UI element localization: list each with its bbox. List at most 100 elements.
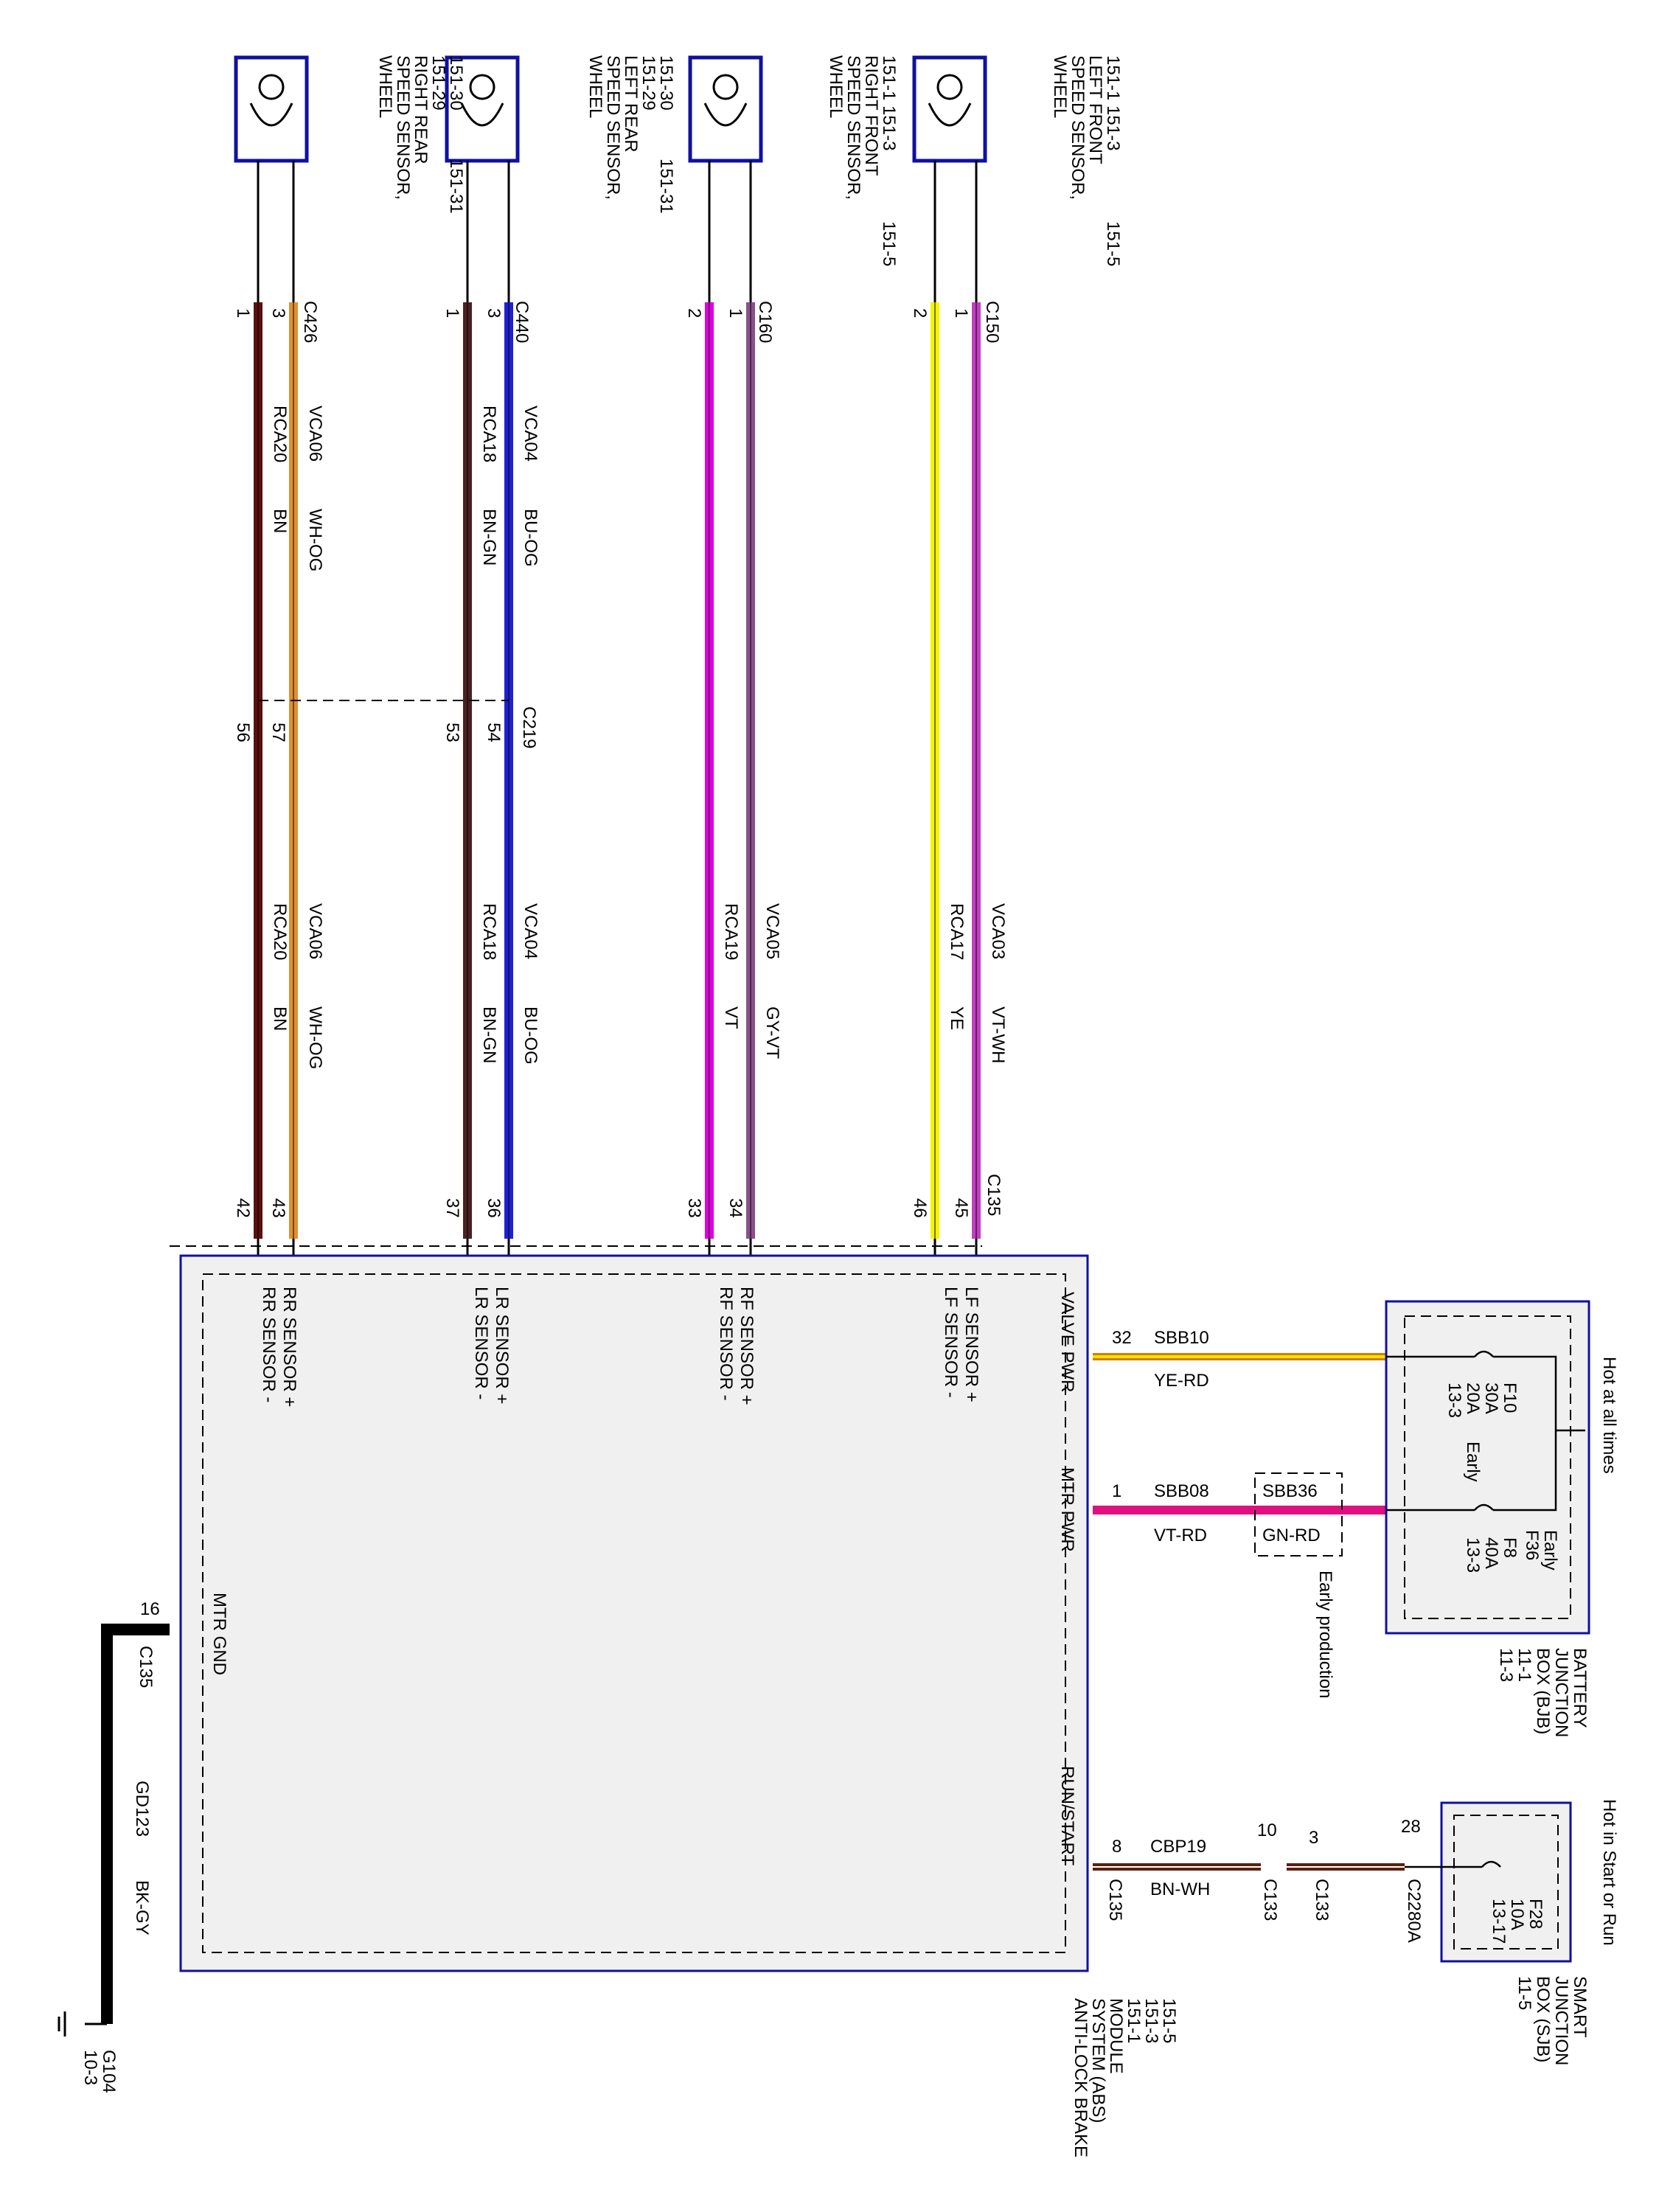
sensor-lf <box>912 55 987 163</box>
svg-text:F36: F36 <box>1522 1530 1542 1560</box>
svg-text:SPEED SENSOR,: SPEED SENSOR, <box>393 55 413 200</box>
svg-text:F8: F8 <box>1500 1537 1520 1558</box>
c160-label: C160 <box>755 301 775 343</box>
svg-text:GN-RD: GN-RD <box>1262 1526 1321 1545</box>
smart-junction-box: Hot in Start or Run F28 10A 13-17 SMART … <box>1405 1799 1619 2065</box>
svg-text:151-5: 151-5 <box>1103 221 1123 266</box>
mtr-gnd-label: MTR GND <box>209 1593 229 1675</box>
circuit-label: VCA04 <box>521 903 540 959</box>
svg-text:CBP19: CBP19 <box>1150 1837 1206 1857</box>
svg-text:WHEEL: WHEEL <box>826 55 846 118</box>
abs-pin-label: LR SENSOR + <box>492 1287 512 1404</box>
pin-number: 1 <box>442 308 462 318</box>
pin-number: 3 <box>484 308 504 318</box>
pin-number: 33 <box>684 1198 704 1218</box>
svg-text:Early: Early <box>1463 1441 1483 1482</box>
circuit-label: VCA06 <box>305 903 325 959</box>
pin-number: 2 <box>684 308 704 318</box>
gear-icon <box>936 74 963 100</box>
svg-text:ANTI-LOCK BRAKE: ANTI-LOCK BRAKE <box>1071 1998 1091 2157</box>
svg-text:BN-WH: BN-WH <box>1150 1879 1210 1899</box>
circuit-label: RCA20 <box>270 903 290 960</box>
svg-text:F28: F28 <box>1526 1899 1545 1929</box>
circuit-label: BN <box>270 1006 290 1031</box>
circuit-label: BU-OG <box>521 509 540 567</box>
svg-text:MODULE: MODULE <box>1106 1998 1126 2074</box>
svg-text:151-1 151-3: 151-1 151-3 <box>879 55 899 150</box>
svg-text:SPEED SENSOR,: SPEED SENSOR, <box>1068 55 1088 200</box>
svg-text:SBB10: SBB10 <box>1154 1328 1209 1348</box>
circuit-label: VT-WH <box>988 1006 1008 1063</box>
circuit-label: RCA19 <box>721 903 741 960</box>
svg-text:8: 8 <box>1112 1837 1121 1857</box>
circuit-label: VT <box>721 1006 741 1029</box>
abs-pin-labels: LF SENSOR +LF SENSOR -RF SENSOR +RF SENS… <box>259 1287 1077 1865</box>
abs-module-name: ANTI-LOCK BRAKE SYSTEM (ABS) MODULE 151-… <box>1071 1998 1179 2157</box>
circuit-label: VCA03 <box>988 903 1008 959</box>
pin-number: 53 <box>442 723 462 742</box>
svg-text:13-17: 13-17 <box>1489 1899 1509 1944</box>
wire-pair-lr: 3543615337VCA04BU-OGRCA18BN-GNVCA04BU-OG… <box>442 161 540 1298</box>
svg-text:BOX (BJB): BOX (BJB) <box>1533 1648 1553 1734</box>
svg-text:30A: 30A <box>1481 1382 1501 1414</box>
sensor-rr-label: WHEEL SPEED SENSOR, RIGHT REAR 151-29 15… <box>375 55 466 214</box>
pin-number: 1 <box>233 308 253 318</box>
circuit-label: RCA17 <box>947 903 967 960</box>
svg-text:28: 28 <box>1401 1817 1421 1837</box>
svg-text:151-30: 151-30 <box>656 55 676 111</box>
svg-text:RIGHT FRONT: RIGHT FRONT <box>861 55 881 176</box>
svg-text:SBB08: SBB08 <box>1154 1481 1209 1501</box>
svg-text:BOX (SJB): BOX (SJB) <box>1533 1976 1553 2062</box>
svg-text:Hot at all times: Hot at all times <box>1599 1357 1619 1474</box>
svg-text:151-3: 151-3 <box>1141 1998 1161 2043</box>
circuit-label: VCA04 <box>521 406 540 462</box>
svg-text:SMART: SMART <box>1570 1976 1590 2038</box>
svg-text:16: 16 <box>140 1599 160 1619</box>
circuit-label: VCA05 <box>762 903 782 959</box>
battery-junction-box: Hot at all times F10 30A 20A Early 13-3 … <box>1385 1300 1619 1737</box>
mtr-pwr-wire: 1 SBB08 VT-RD SBB36 GN-RD Early producti… <box>1093 1472 1386 1698</box>
abs-power-label: RUN/START <box>1057 1766 1077 1865</box>
svg-text:151-31: 151-31 <box>656 159 676 214</box>
svg-text:C2280A: C2280A <box>1404 1879 1424 1943</box>
svg-text:JUNCTION: JUNCTION <box>1551 1976 1571 2065</box>
svg-text:RIGHT REAR: RIGHT REAR <box>411 55 431 164</box>
svg-text:Hot in Start or Run: Hot in Start or Run <box>1599 1799 1619 1946</box>
svg-text:151-29: 151-29 <box>639 55 658 111</box>
pin-number: 45 <box>951 1198 971 1218</box>
svg-text:C133: C133 <box>1312 1879 1332 1921</box>
svg-text:40A: 40A <box>1481 1537 1501 1569</box>
circuit-label: VCA06 <box>305 406 325 462</box>
pin-number: 43 <box>268 1198 288 1218</box>
c219-label: C219 <box>519 706 539 748</box>
pin-number: 56 <box>233 723 253 742</box>
svg-text:C133: C133 <box>1260 1879 1280 1921</box>
svg-text:WHEEL: WHEEL <box>1050 55 1070 118</box>
pin-number: 36 <box>484 1198 504 1218</box>
svg-text:151-1 151-3: 151-1 151-3 <box>1103 55 1123 150</box>
circuit-label: RCA20 <box>270 406 290 462</box>
valve-pwr-wire: 32 SBB10 YE-RD <box>1093 1328 1386 1391</box>
pin-number: 37 <box>442 1198 462 1218</box>
svg-text:WHEEL: WHEEL <box>375 55 395 118</box>
pin-number: 42 <box>233 1198 253 1218</box>
pin-number: 57 <box>268 723 288 742</box>
sensor-rf-label: WHEEL SPEED SENSOR, RIGHT FRONT 151-1 15… <box>826 55 899 266</box>
abs-module-inner <box>202 1273 1066 1953</box>
sensor-wires: 145246VCA03VT-WHRCA17YE134233VCA05GY-VTR… <box>233 161 1008 1298</box>
svg-text:151-29: 151-29 <box>428 55 448 111</box>
svg-text:C135: C135 <box>136 1646 156 1688</box>
svg-text:20A: 20A <box>1463 1382 1483 1414</box>
circuit-label: BU-OG <box>521 1006 540 1065</box>
pin-number: 1 <box>951 308 971 318</box>
svg-text:1: 1 <box>1112 1481 1121 1501</box>
svg-text:BATTERY: BATTERY <box>1570 1648 1590 1728</box>
svg-text:11-5: 11-5 <box>1514 1976 1534 2010</box>
svg-text:Early production: Early production <box>1315 1571 1335 1698</box>
run-start-wire: 8 C135 CBP19 BN-WH 10 3 C133 C133 28 C22… <box>1093 1817 1424 1943</box>
circuit-label: RCA18 <box>479 406 499 462</box>
pin-number: 3 <box>268 308 288 318</box>
abs-power-label: VALVE PWR <box>1057 1292 1077 1392</box>
